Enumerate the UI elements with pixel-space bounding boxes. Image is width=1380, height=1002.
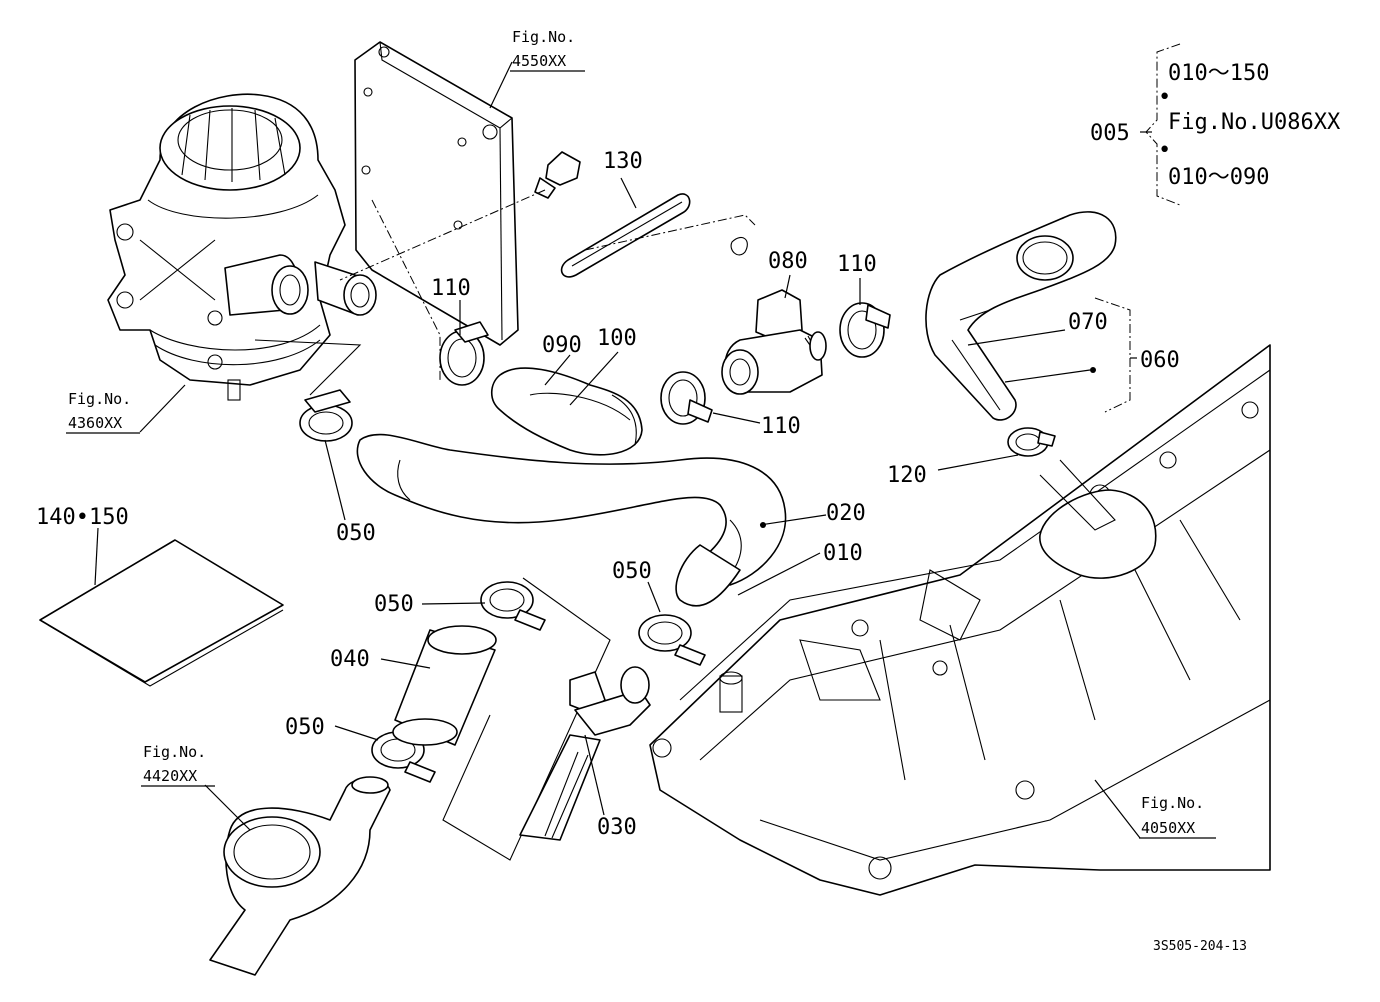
figure-ref-4360xx: Fig.No. 4360XX: [66, 390, 140, 434]
hose-clamp-110-middle: [660, 371, 713, 425]
set-note-dot-2: •: [1158, 138, 1171, 163]
callout-070: 070: [1068, 310, 1108, 335]
oil-separator-assembly: [107, 93, 377, 401]
callout-050-upper: 050: [374, 592, 414, 617]
part-callouts: 130 110 080 110 090 100 070 060 110 120 …: [36, 121, 1180, 840]
figure-ref-4420xx: Fig.No. 4420XX: [141, 743, 215, 787]
callout-110-right: 110: [837, 252, 877, 277]
drawing-number: 3S505-204-13: [1153, 939, 1247, 954]
mounting-bracket-plate: [354, 41, 519, 346]
rubber-strip-130: [560, 193, 691, 278]
hose-clamp-110-left: [439, 321, 489, 386]
callout-005: 005: [1090, 121, 1130, 146]
callout-100: 100: [597, 326, 637, 351]
callout-130: 130: [603, 149, 643, 174]
set-note-dot-1: •: [1158, 85, 1171, 110]
set-note-line-1: 010～150: [1168, 61, 1269, 86]
hose-clamp-050-right: [638, 614, 706, 666]
callout-020: 020: [826, 501, 866, 526]
hose-clamp-050-top: [299, 389, 353, 442]
bolt: [534, 151, 581, 199]
valve-cover-assembly: [649, 344, 1271, 896]
callout-140-150: 140•150: [36, 505, 129, 530]
main-hose-020: [356, 433, 787, 607]
pipe-070: [925, 211, 1117, 421]
set-note-line-2: Fig.No.U086XX: [1168, 110, 1341, 135]
elbow-hose-090: [490, 367, 643, 456]
figure-ref-label: Fig.No.: [512, 28, 575, 46]
callout-050-right: 050: [612, 559, 652, 584]
set-note-line-3: 010～090: [1168, 165, 1269, 190]
callout-090: 090: [542, 333, 582, 358]
figure-ref-number: 4360XX: [68, 414, 122, 432]
set-brace-005: [1145, 43, 1181, 206]
callout-060: 060: [1140, 348, 1180, 373]
hose-040: [392, 625, 497, 746]
hose-clamp-050-upper: [480, 581, 546, 631]
callout-030: 030: [597, 815, 637, 840]
figure-ref-4550xx: Fig.No. 4550XX: [510, 28, 585, 72]
callout-120: 120: [887, 463, 927, 488]
callout-110-middle: 110: [761, 414, 801, 439]
callout-040: 040: [330, 647, 370, 672]
callout-080: 080: [768, 249, 808, 274]
sensor-080: [721, 289, 827, 395]
set-note-005: 010～150 • Fig.No.U086XX • 010～090: [1158, 61, 1341, 190]
callout-050-top: 050: [336, 521, 376, 546]
figure-ref-number: 4420XX: [143, 767, 197, 785]
figure-ref-label: Fig.No.: [68, 390, 131, 408]
figure-ref-number: 4050XX: [1141, 819, 1195, 837]
label-sheet-140-150: [39, 539, 284, 687]
figure-ref-label: Fig.No.: [1141, 794, 1204, 812]
intake-pipe-assembly: [209, 776, 391, 976]
figure-ref-4050xx: Fig.No. 4050XX: [1139, 794, 1216, 839]
callout-110-left: 110: [431, 276, 471, 301]
callout-010: 010: [823, 541, 863, 566]
hose-clamp-110-right: [839, 302, 891, 358]
figure-ref-label: Fig.No.: [143, 743, 206, 761]
valve-030: [519, 666, 651, 841]
callout-050-lower: 050: [285, 715, 325, 740]
set-frame-030-040: [442, 577, 611, 861]
figure-ref-number: 4550XX: [512, 52, 566, 70]
hose-clamp-120: [1007, 427, 1056, 457]
